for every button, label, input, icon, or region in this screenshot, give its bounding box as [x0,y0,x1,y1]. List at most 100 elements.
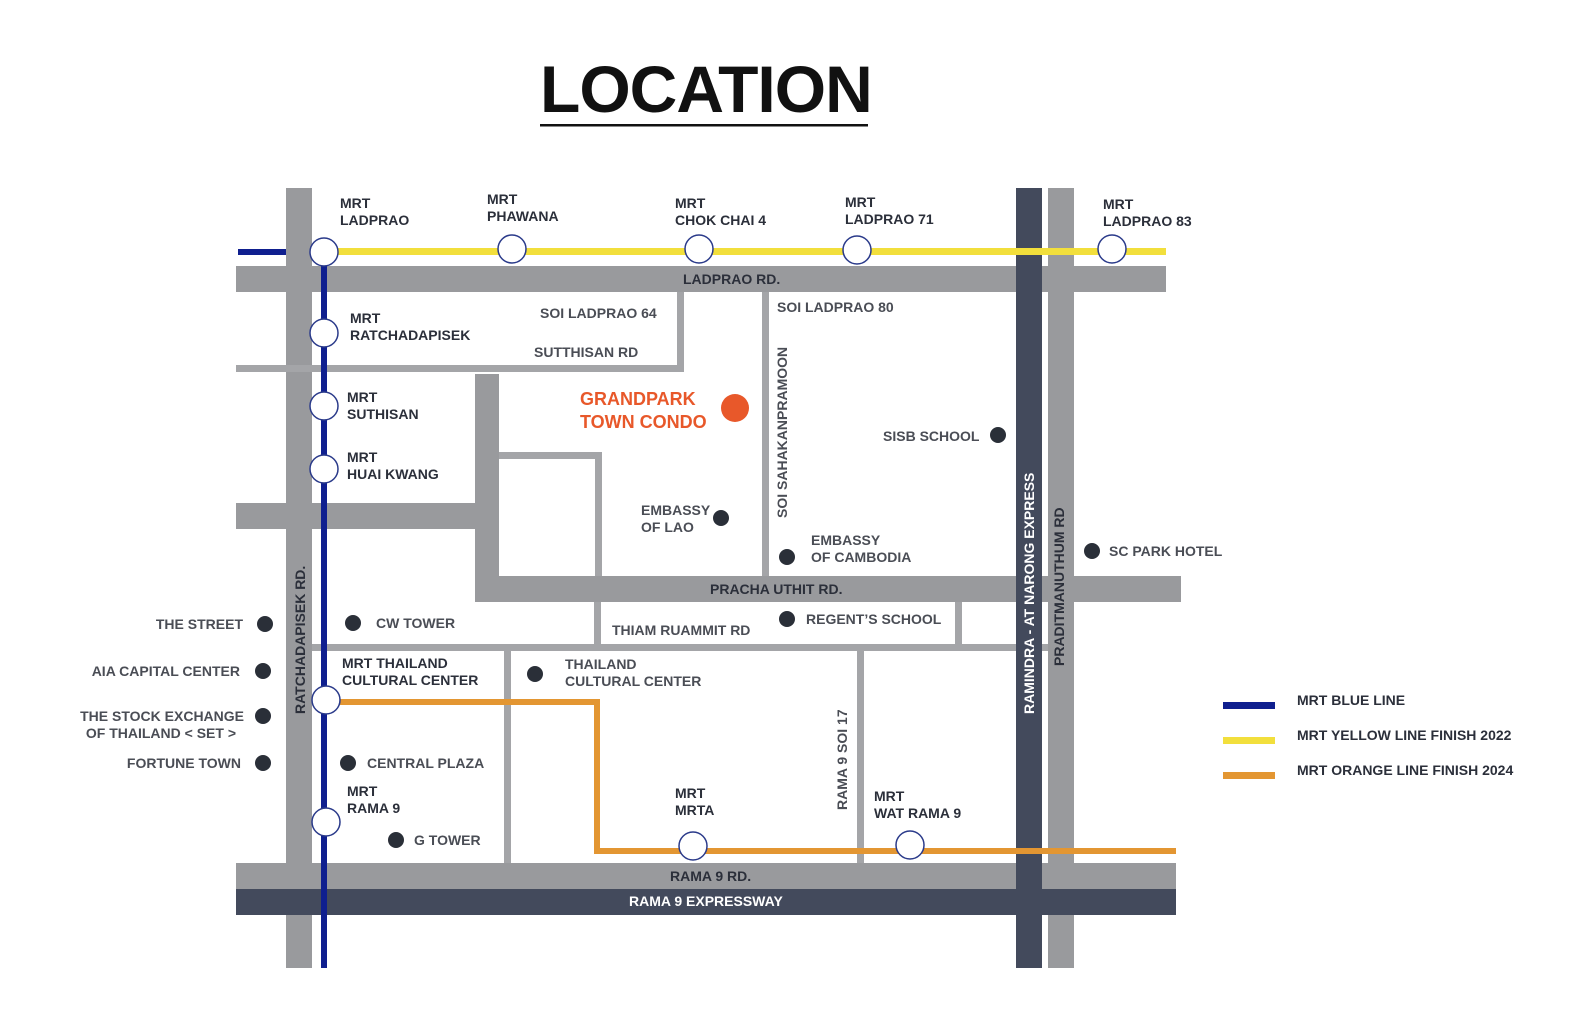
rama9-expressway [236,889,1176,915]
cw-tower-label: CW TOWER [376,615,455,631]
set-marker [255,708,271,724]
project-marker [721,394,749,422]
set-label-1: THE STOCK EXCHANGE [80,708,244,724]
station-rama9 [311,807,341,837]
regents-marker [779,611,795,627]
project-label-2: TOWN CONDO [580,412,707,432]
embassy-cambodia-marker [779,549,795,565]
station-ladprao83-label-1: MRT [1103,196,1134,212]
thailand-cc-label-2: CULTURAL CENTER [565,673,701,689]
station-ratchadapisek-label-2: RATCHADAPISEK [350,327,470,343]
pracha-uthit-label: PRACHA UTHIT RD. [710,581,842,597]
station-huaikwang-label-2: HUAI KWANG [347,466,439,482]
aia-label: AIA CAPITAL CENTER [92,663,240,679]
project-label-1: GRANDPARK [580,389,696,409]
station-huaikwang [309,454,339,484]
g-tower-marker [388,832,404,848]
praditmanuthum-label: PRADITMANUTHUM RD [1051,507,1067,666]
station-ratchadapisek [309,318,339,348]
soi-ladprao64-label: SOI LADPRAO 64 [540,305,657,321]
station-mrta-label-1: MRT [675,785,706,801]
station-huaikwang-label-1: MRT [347,449,378,465]
left-connector-road [236,503,498,529]
station-mrta [678,831,708,861]
station-ladprao71 [842,235,872,265]
station-ladprao-label-1: MRT [340,195,371,211]
station-ladprao [309,237,339,267]
ramindra-expressway [1016,188,1042,968]
station-phawana-label-2: PHAWANA [487,208,559,224]
station-tcc-label-1: MRT THAILAND [342,655,448,671]
rama9-soi17-label: RAMA 9 SOI 17 [834,709,850,810]
g-tower-label: G TOWER [414,832,481,848]
soi-sahakanpramoon-label: SOI SAHAKANPRAMOON [774,347,790,518]
sutthisan-label: SUTTHISAN RD [534,344,638,360]
soi-ladprao80-label: SOI LADPRAO 80 [777,299,894,315]
station-tcc-label-2: CULTURAL CENTER [342,672,478,688]
station-ladprao83 [1097,234,1127,264]
map-title: LOCATION [540,52,872,126]
legend-yellow-swatch [1223,737,1275,744]
ratchadapisek-road [286,188,312,968]
station-suthisan [309,391,339,421]
station-wat-rama9 [895,830,925,860]
station-phawana-label-1: MRT [487,191,518,207]
embassy-lao-label-2: OF LAO [641,519,694,535]
aia-marker [255,663,271,679]
station-mrta-label-2: MRTA [675,802,714,818]
station-suthisan-label-2: SUTHISAN [347,406,419,422]
blue-line-stub [238,249,286,255]
thiam-ruammit-label: THIAM RUAMMIT RD [612,622,750,638]
pracha-uthit-road [475,576,1181,602]
legend-orange-label: MRT ORANGE LINE FINISH 2024 [1297,762,1513,778]
embassy-cambodia-label-1: EMBASSY [811,532,881,548]
cultural-soi [504,651,511,863]
inner-soi-h [499,452,601,459]
soi-ladprao64-road [677,292,684,372]
soi-sahakanpramoon-road [762,292,769,576]
station-phawana [497,234,527,264]
sc-park-marker [1084,543,1100,559]
station-ratchadapisek-label-1: MRT [350,310,381,326]
title-underline [540,124,868,127]
orange-line [326,699,1176,854]
station-labels: MRT LADPRAO MRT PHAWANA MRT CHOK CHAI 4 … [340,191,1192,821]
thailand-cc-label-1: THAILAND [565,656,637,672]
thiam-soi-2 [955,602,962,644]
sisb-marker [990,427,1006,443]
poi-markers [255,427,1100,848]
cw-tower-marker [345,615,361,631]
station-ladprao71-label-1: MRT [845,194,876,210]
set-label-2: OF THAILAND < SET > [86,725,236,741]
thiam-soi-1 [594,602,601,644]
fortune-label: FORTUNE TOWN [127,755,241,771]
station-rama9-label-1: MRT [347,783,378,799]
minor-roads [236,292,1048,863]
stations [309,234,1127,861]
station-suthisan-label-1: MRT [347,389,378,405]
inner-soi-v [595,452,602,576]
sc-park-label: SC PARK HOTEL [1109,543,1223,559]
rama9-soi17-road [857,651,864,863]
ramindra-label: RAMINDRA - AT NARONG EXPRESS [1021,473,1037,714]
yellow-line [326,248,1166,255]
sutthisan-road [236,365,684,372]
station-watrama9-label-2: WAT RAMA 9 [874,805,961,821]
station-ladprao-label-2: LADPRAO [340,212,409,228]
station-ladprao71-label-2: LADPRAO 71 [845,211,934,227]
central-plaza-label: CENTRAL PLAZA [367,755,484,771]
station-rama9-label-2: RAMA 9 [347,800,400,816]
central-plaza-marker [340,755,356,771]
rama9-expressway-label: RAMA 9 EXPRESSWAY [629,893,783,909]
station-watrama9-label-1: MRT [874,788,905,804]
legend-orange-swatch [1223,772,1275,779]
station-chokchai4-label-2: CHOK CHAI 4 [675,212,766,228]
the-street-marker [257,616,273,632]
thailand-cc-marker [527,666,543,682]
regents-label: REGENT’S SCHOOL [806,611,942,627]
station-chokchai4 [684,234,714,264]
ladprao-road-label: LADPRAO RD. [683,271,780,287]
station-thailand-cultural-center [311,685,341,715]
station-ladprao83-label-2: LADPRAO 83 [1103,213,1192,229]
legend-blue-label: MRT BLUE LINE [1297,692,1405,708]
